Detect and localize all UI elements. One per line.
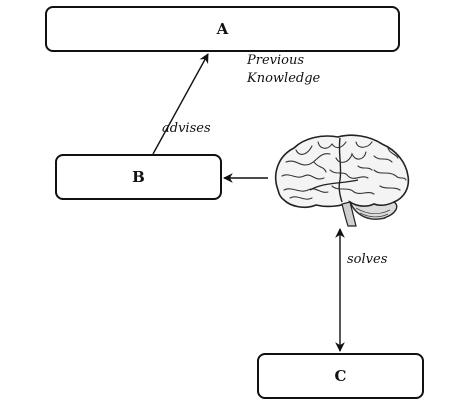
node-a-label: A <box>216 20 229 38</box>
node-c-label: C <box>334 367 347 385</box>
node-b-label: B <box>132 168 145 186</box>
node-a: A <box>45 6 400 52</box>
previous-knowledge-line1: Previous <box>247 53 305 68</box>
solves-label: solves <box>347 252 388 267</box>
advises-arrow <box>152 53 209 155</box>
node-c: C <box>257 353 424 399</box>
node-b: B <box>55 154 222 200</box>
previous-knowledge-line2: Knowledge <box>247 71 321 86</box>
advises-label: advises <box>162 121 211 136</box>
brain-icon <box>274 134 410 227</box>
previous-knowledge-label: Previous Knowledge <box>247 52 320 88</box>
